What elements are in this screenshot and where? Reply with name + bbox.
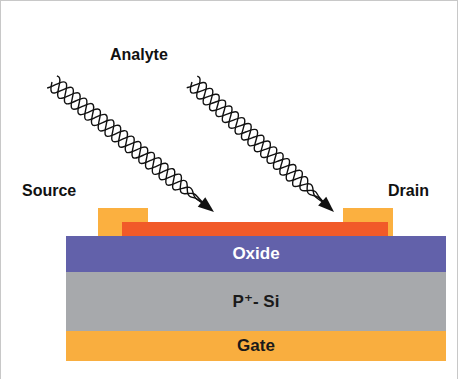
analyte-helix <box>57 76 205 205</box>
substrate-layer: P⁺- Si <box>66 272 446 331</box>
analyte-helix <box>187 83 325 204</box>
analyte-helix <box>197 76 325 204</box>
gate-electrode: Gate <box>66 331 446 361</box>
terminal-label: Drain <box>388 182 429 200</box>
analyte-helix <box>190 82 325 204</box>
arrowhead <box>198 197 214 212</box>
oxide-layer: Oxide <box>66 236 446 272</box>
layer-label: Oxide <box>232 244 279 264</box>
arrowhead <box>318 197 334 212</box>
layer-label: Gate <box>237 336 275 356</box>
layer-label: P⁺- Si <box>233 291 280 312</box>
terminal-label: Source <box>22 182 76 200</box>
sensing-film <box>122 222 388 236</box>
analyte-label: Analyte <box>110 46 168 64</box>
analyte-arrows <box>47 76 334 212</box>
